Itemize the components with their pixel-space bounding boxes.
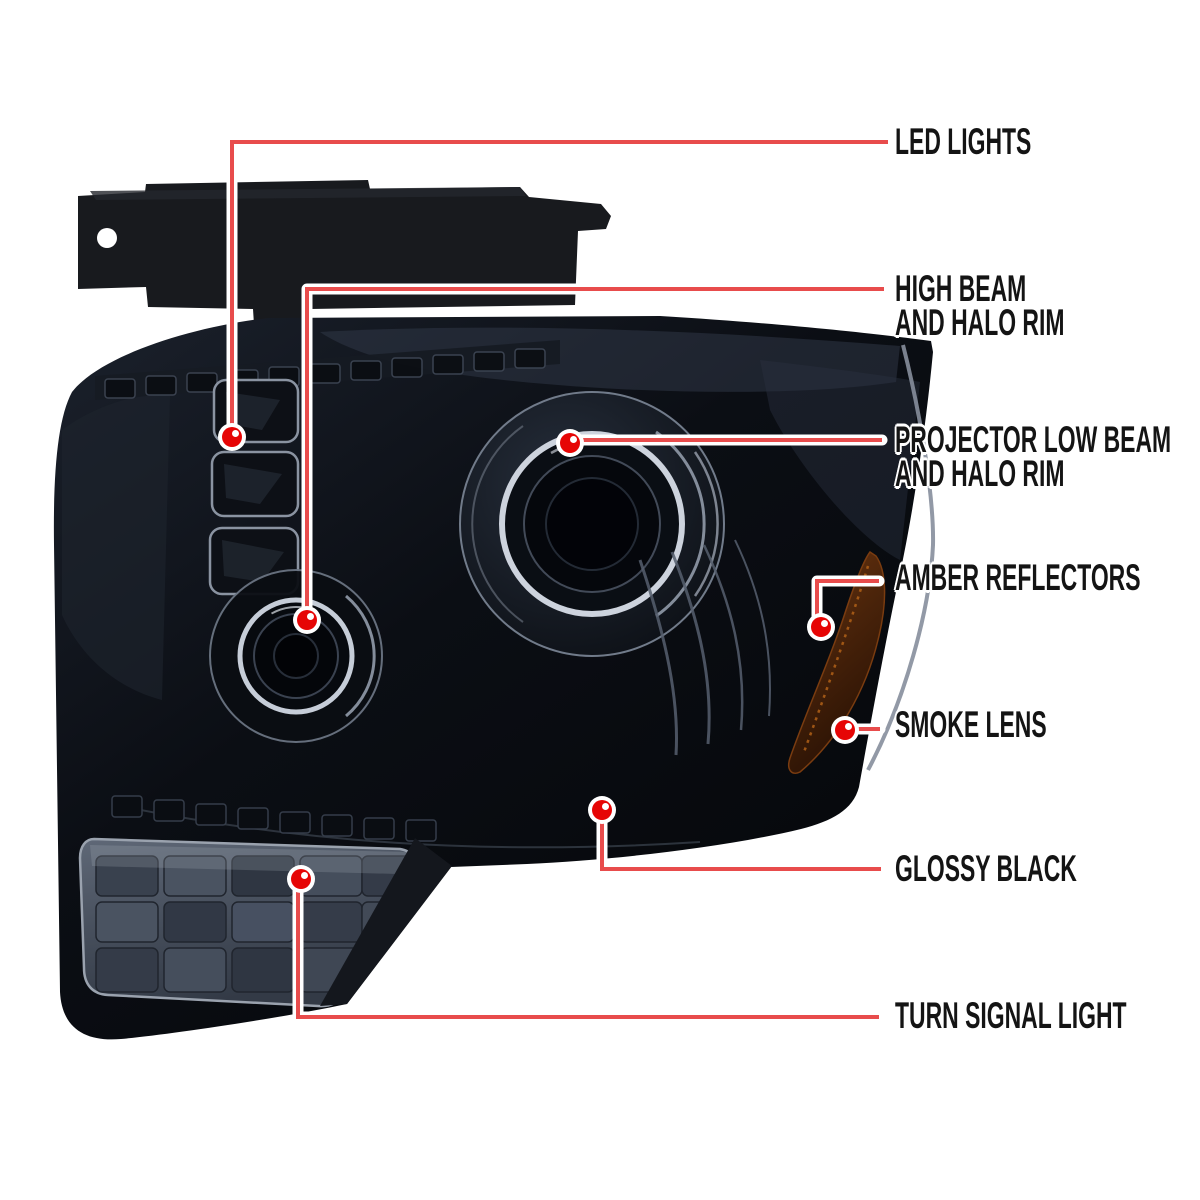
leader-turn-signal-light [296,879,879,1019]
label-smoke-lens: SMOKE LENS [895,704,1047,745]
label-text: SMOKE LENS [895,704,1047,745]
marker-dot-smoke-lens [831,716,859,744]
led-strip-facets [222,392,284,582]
label-glossy-black: GLOSSY BLACK [895,848,1077,889]
label-turn-signal-light: TURN SIGNAL LIGHT [895,995,1127,1036]
left-reflection [62,395,170,700]
marker-dot-glossy-black [588,796,616,824]
label-text: HIGH BEAM [895,268,1027,309]
label-text: AND HALO RIM [895,453,1065,494]
mounting-bracket [78,180,611,372]
housing-corner-band [320,838,452,1006]
marker-dot-turn-signal-light [287,865,315,893]
label-text: GLOSSY BLACK [895,848,1077,889]
bracket-hole [97,228,117,248]
lower-grille-strip [111,795,437,842]
label-text: PROJECTOR LOW BEAM [895,419,1172,460]
marker-dots [218,423,859,893]
marker-dot-projector-low-beam [556,429,584,457]
leader-led-lights [230,140,888,437]
label-text: AND HALO RIM [895,302,1065,343]
top-reflection [320,327,900,392]
right-reflection [760,360,920,560]
lens-right-edge [866,344,936,771]
label-high-beam: HIGH BEAM AND HALO RIM [895,268,1065,343]
low-beam-projector [459,391,725,657]
leader-high-beam [305,287,884,620]
label-led-lights: LED LIGHTS [895,121,1032,162]
leader-amber-reflectors [815,579,879,627]
label-text: LED LIGHTS [895,121,1032,162]
high-beam-projector [209,569,383,743]
housing-fins [638,539,772,756]
label-text: TURN SIGNAL LIGHT [895,995,1127,1036]
marker-dot-amber-reflectors [807,613,835,641]
marker-dot-led-lights [218,423,246,451]
label-projector-low-beam: PROJECTOR LOW BEAM AND HALO RIM [895,419,1172,494]
leader-glossy-black [600,810,881,871]
marker-dot-high-beam [293,606,321,634]
label-amber-reflectors: AMBER REFLECTORS [895,557,1141,598]
label-text: AMBER REFLECTORS [895,557,1141,598]
